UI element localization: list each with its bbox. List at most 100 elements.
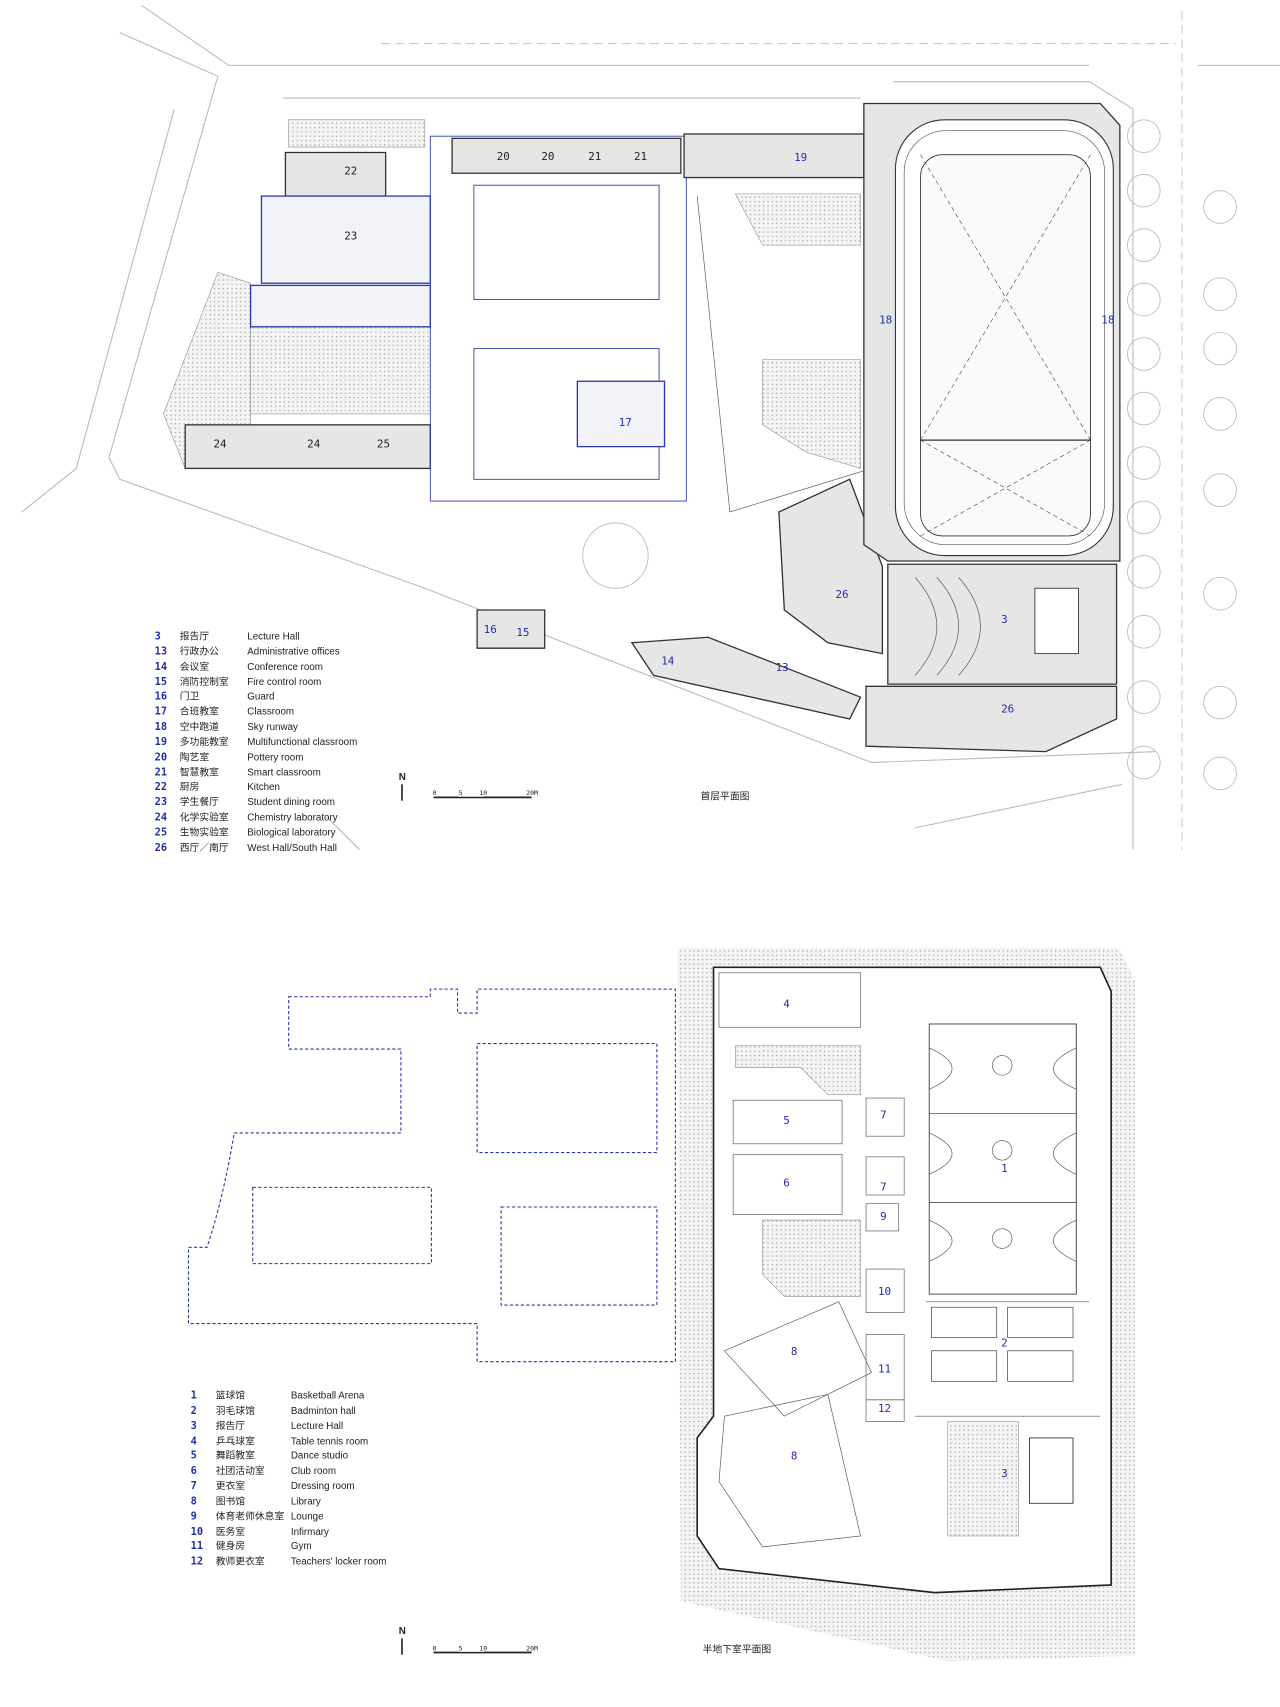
room-label: 26 bbox=[1001, 702, 1014, 715]
label-text: Multifunctional classroom bbox=[247, 737, 357, 748]
label-text: Dressing room bbox=[291, 1481, 355, 1492]
room-label: 25 bbox=[377, 438, 390, 451]
label-text: 3 bbox=[155, 630, 161, 642]
label-text: 图书馆 bbox=[216, 1494, 246, 1507]
room-label: 20 bbox=[541, 150, 554, 163]
room-label: 11 bbox=[878, 1363, 891, 1376]
room-label: 9 bbox=[880, 1210, 887, 1223]
label-text: N bbox=[399, 1626, 406, 1637]
plan-title: 首层平面图 bbox=[700, 790, 749, 803]
label-text: 18 bbox=[155, 721, 167, 733]
label-text: 体育老师休息室 bbox=[216, 1510, 285, 1523]
label-text: Classroom bbox=[247, 707, 294, 718]
room-label: 18 bbox=[879, 314, 892, 327]
label-text: 羽毛球馆 bbox=[216, 1404, 255, 1417]
label-text: 会议室 bbox=[180, 660, 210, 673]
legend-row: 1 篮球馆 Basketball Arena bbox=[191, 1389, 365, 1402]
label-text: 8 bbox=[191, 1495, 197, 1507]
scale-bar: 0 5 10 20M bbox=[432, 789, 538, 799]
label-text: 健身房 bbox=[216, 1539, 245, 1552]
label-text: Club room bbox=[291, 1466, 336, 1477]
room-label: 7 bbox=[880, 1109, 887, 1122]
label-text: 14 bbox=[155, 661, 167, 673]
room-label: 5 bbox=[783, 1114, 790, 1127]
badminton-courts bbox=[931, 1306, 1074, 1382]
label-text: 4 bbox=[191, 1435, 197, 1447]
label-text: 20M bbox=[526, 1644, 538, 1652]
label-text: 智慧教室 bbox=[180, 766, 219, 779]
room-label: 1 bbox=[1001, 1162, 1008, 1175]
room-label: 10 bbox=[878, 1285, 891, 1298]
legend-row: 2 羽毛球馆 Badminton hall bbox=[191, 1404, 356, 1417]
label-text: 20 bbox=[155, 751, 167, 763]
label-text: Kitchen bbox=[247, 782, 280, 793]
label-text: 10 bbox=[191, 1526, 203, 1538]
plan-title: 半地下室平面图 bbox=[703, 1643, 772, 1656]
label-text: 篮球馆 bbox=[216, 1389, 246, 1402]
room-label: 8 bbox=[791, 1345, 798, 1358]
ground-floor-plan: 22 23 20 20 21 21 19 18 18 17 24 24 25 2… bbox=[21, 4, 1280, 854]
label-text: 多功能教室 bbox=[180, 735, 229, 748]
label-text: 10 bbox=[479, 789, 487, 797]
room-label: 20 bbox=[497, 150, 510, 163]
label-text: 医务室 bbox=[216, 1525, 246, 1538]
label-text: 6 bbox=[191, 1465, 197, 1477]
label-text: 13 bbox=[155, 646, 167, 658]
label-text: 9 bbox=[191, 1511, 197, 1523]
label-text: 行政办公 bbox=[180, 645, 219, 658]
label-text: 报告厅 bbox=[216, 1419, 246, 1432]
label-text: 厨房 bbox=[180, 780, 200, 793]
label-text: 化学实验室 bbox=[180, 810, 229, 823]
room-label: 22 bbox=[344, 164, 357, 177]
basement-room-labels: 4 5 6 7 7 9 1 10 2 11 12 8 8 3 bbox=[783, 998, 1007, 1481]
label-text: 12 bbox=[191, 1555, 203, 1567]
room-label: 13 bbox=[776, 661, 789, 674]
room-label: 14 bbox=[661, 654, 675, 667]
label-text: Student dining room bbox=[247, 797, 335, 808]
label-text: 舞蹈教室 bbox=[216, 1449, 255, 1462]
north-arrow: N bbox=[399, 772, 406, 801]
room-label: 7 bbox=[880, 1181, 887, 1194]
label-text: 2 bbox=[191, 1405, 197, 1417]
room-label: 8 bbox=[791, 1450, 798, 1463]
legend-row: 8 图书馆 Library bbox=[191, 1494, 321, 1507]
room-label: 19 bbox=[794, 151, 807, 164]
label-text: 1 bbox=[191, 1390, 197, 1402]
legend-row: 19 多功能教室 Multifunctional classroom bbox=[155, 735, 358, 748]
room-label: 2 bbox=[1001, 1336, 1008, 1349]
label-text: 24 bbox=[155, 811, 167, 823]
trees bbox=[582, 119, 1237, 791]
label-text: Sky runway bbox=[247, 722, 298, 733]
label-text: Badminton hall bbox=[291, 1406, 356, 1417]
label-text: 19 bbox=[155, 736, 167, 748]
label-text: 合班教室 bbox=[180, 705, 219, 718]
label-text: 生物实验室 bbox=[180, 826, 229, 839]
label-text: 报告厅 bbox=[180, 629, 210, 642]
room-label: 16 bbox=[484, 623, 497, 636]
label-text: Pottery room bbox=[247, 752, 303, 763]
label-text: Library bbox=[291, 1496, 321, 1507]
room-label: 24 bbox=[214, 438, 228, 451]
scale-bar: 0 5 10 20M bbox=[432, 1644, 538, 1654]
label-text: 21 bbox=[155, 767, 167, 779]
label-text: 5 bbox=[191, 1450, 197, 1462]
label-text: Basketball Arena bbox=[291, 1391, 365, 1402]
